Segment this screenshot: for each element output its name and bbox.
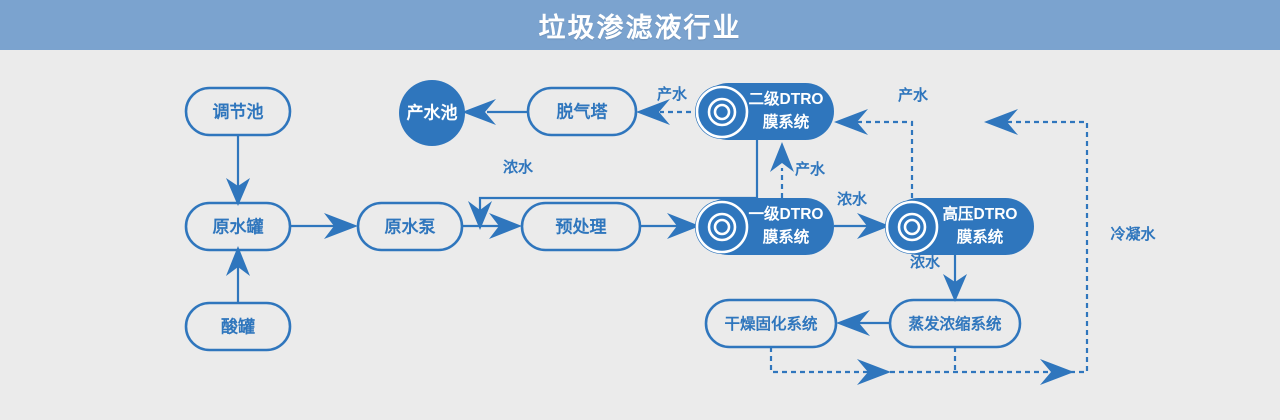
edge-tuoqita-to-chanshuichi bbox=[462, 99, 528, 125]
node-dtro2-label-line2: 膜系统 bbox=[763, 112, 810, 131]
node-dtro-high-pressure-label-line1: 高压DTRO bbox=[943, 204, 1018, 223]
edge-suanguan-to-yuanshuiguan bbox=[226, 246, 250, 303]
node-dtro2[interactable]: 二级DTRO 膜系统 bbox=[695, 83, 834, 140]
edge-lengningshui-return-loop bbox=[769, 109, 1089, 385]
node-yuanshuiguan[interactable]: 原水罐 bbox=[184, 201, 292, 252]
edge-tiaojiechi-to-yuanshuiguan bbox=[226, 135, 250, 206]
edge-label-nongshui-yuchuli: 浓水 bbox=[503, 158, 534, 176]
edge-label-chanshui-return: 产水 bbox=[898, 86, 929, 104]
dtro-membrane-icon bbox=[695, 85, 749, 139]
node-zhengfa-nongsuo-label: 蒸发浓缩系统 bbox=[908, 314, 1002, 333]
node-dtro1-label-line1: 一级DTRO bbox=[749, 204, 824, 223]
node-yuchuli[interactable]: 预处理 bbox=[520, 201, 642, 252]
node-dtro-high-pressure[interactable]: 高压DTRO 膜系统 bbox=[885, 198, 1034, 255]
node-suanguan[interactable]: 酸罐 bbox=[184, 301, 292, 352]
diagram-canvas: 浓水 产水 产水 浓水 浓水 产水 冷凝水 调节池 原水罐 酸罐 原水泵 预处理… bbox=[0, 50, 1280, 420]
dtro-membrane-icon bbox=[695, 200, 749, 254]
edge-zhengfa-to-ganzao bbox=[836, 310, 890, 336]
edge-yuanshuibeng-to-yuchuli bbox=[462, 213, 522, 239]
dtro-membrane-icon bbox=[885, 200, 939, 254]
node-yuanshuibeng[interactable]: 原水泵 bbox=[356, 201, 464, 252]
node-dtro1[interactable]: 一级DTRO 膜系统 bbox=[695, 198, 834, 255]
edge-label-lengningshui: 冷凝水 bbox=[1110, 225, 1156, 243]
node-dtro1-label-line2: 膜系统 bbox=[763, 227, 810, 246]
node-tuoqita-label: 脱气塔 bbox=[557, 101, 609, 121]
edge-label-chanshui-dtro1: 产水 bbox=[795, 160, 826, 178]
node-tiaojiechi-label: 调节池 bbox=[213, 101, 264, 121]
edge-label-nongshui-zhengfa: 浓水 bbox=[910, 253, 941, 271]
edge-dtro2-chanshui-to-tuoqita bbox=[636, 99, 700, 125]
node-chanshuichi[interactable]: 产水池 bbox=[399, 80, 465, 146]
node-dtro2-label-line1: 二级DTRO bbox=[749, 89, 824, 108]
process-flow-diagram: 浓水 产水 产水 浓水 浓水 产水 冷凝水 调节池 原水罐 酸罐 原水泵 预处理… bbox=[184, 80, 1156, 385]
edge-dtro2-nongshui-to-yuchuli bbox=[468, 140, 759, 230]
page-title: 垃圾渗滤液行业 bbox=[538, 12, 742, 43]
node-ganzao-guhua-label: 干燥固化系统 bbox=[724, 314, 818, 333]
edge-dtro1-to-dtrohp bbox=[834, 213, 890, 239]
edge-dtrohp-chanshui-to-dtro2 bbox=[834, 109, 914, 198]
edge-yuchuli-to-dtro1 bbox=[640, 213, 700, 239]
node-ganzao-guhua[interactable]: 干燥固化系统 bbox=[704, 298, 838, 349]
node-yuanshuiguan-label: 原水罐 bbox=[213, 216, 264, 236]
node-chanshuichi-label: 产水池 bbox=[407, 102, 458, 122]
node-yuanshuibeng-label: 原水泵 bbox=[385, 216, 436, 236]
node-yuchuli-label: 预处理 bbox=[556, 216, 607, 236]
edge-label-nongshui-hp: 浓水 bbox=[837, 190, 868, 208]
edge-label-chanshui-tuoqi: 产水 bbox=[657, 85, 688, 103]
node-suanguan-label: 酸罐 bbox=[221, 316, 255, 336]
edge-dtro1-chanshui-to-dtro2 bbox=[770, 142, 794, 198]
node-dtro-high-pressure-label-line2: 膜系统 bbox=[957, 227, 1004, 246]
node-zhengfa-nongsuo[interactable]: 蒸发浓缩系统 bbox=[888, 298, 1022, 349]
edge-yuanshuiguan-to-yuanshuibeng bbox=[290, 213, 358, 239]
node-tiaojiechi[interactable]: 调节池 bbox=[184, 86, 292, 137]
page-header: 垃圾渗滤液行业 bbox=[0, 0, 1280, 50]
node-tuoqita[interactable]: 脱气塔 bbox=[526, 86, 638, 137]
edge-dtrohp-to-zhengfa bbox=[943, 255, 967, 302]
